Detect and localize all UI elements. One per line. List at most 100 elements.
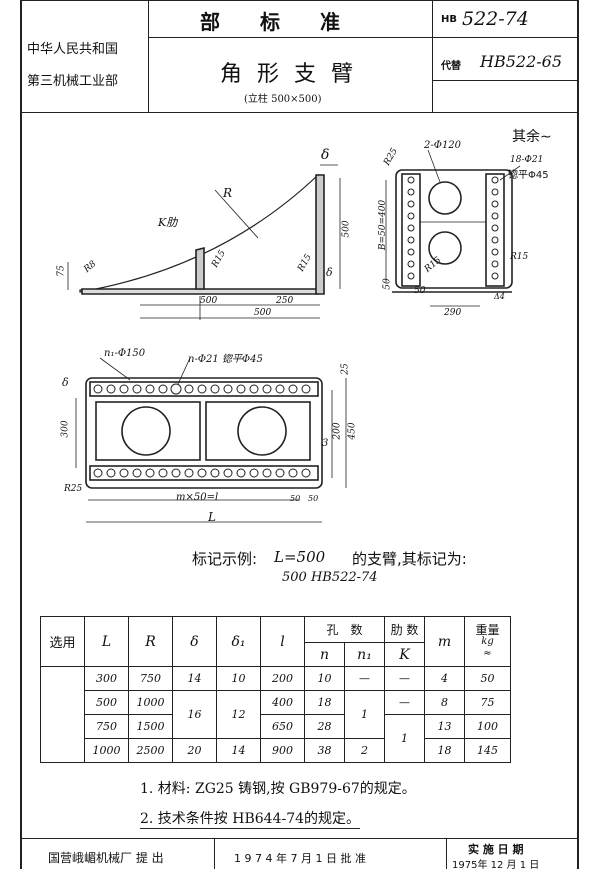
plan-dim-3: 3	[322, 438, 329, 449]
cell-K: 1	[384, 714, 425, 763]
col-K: K	[384, 642, 425, 667]
front-counterbore-label: 锪平Φ45	[508, 170, 549, 181]
cell-L: 300	[84, 666, 129, 691]
plan-view	[75, 377, 347, 523]
front-hole-big-label: 2-Φ120	[424, 140, 462, 151]
side-delta1-label: δ	[326, 266, 333, 279]
footer-divider-2	[446, 838, 447, 869]
cell-weight: 50	[464, 666, 511, 691]
cell-delta: 16	[172, 690, 217, 739]
col-delta: δ	[172, 616, 217, 667]
front-vertical-dim: B=50=400	[378, 199, 389, 251]
cell-weight: 75	[464, 690, 511, 715]
header-divider-right	[432, 0, 433, 112]
page-title: 角 形 支 臂	[220, 62, 357, 87]
replaces-label: 代替	[441, 61, 461, 72]
side-dim-500-height: 500	[341, 220, 352, 238]
col-delta1: δ₁	[216, 616, 261, 667]
plan-holes-bottom	[93, 468, 311, 478]
cell-R: 2500	[128, 738, 173, 763]
side-dim-500-total: 500	[254, 308, 272, 318]
note-1: 1. 材料: ZG25 铸钢,按 GB979-67的规定。	[140, 781, 416, 797]
cell-l: 900	[260, 738, 305, 763]
plan-length-label: L	[208, 510, 216, 524]
col-m: m	[424, 616, 465, 667]
cell-n: 28	[304, 714, 345, 739]
col-ribs: 肋 数	[384, 616, 425, 643]
col-holes: 孔 数	[304, 616, 385, 643]
cell-R: 1000	[128, 690, 173, 715]
surface-finish-note: 其余∼	[512, 129, 552, 145]
cell-K: —	[384, 666, 425, 691]
plan-holes-big-label: n₁-Φ150	[104, 348, 146, 359]
replaces-code: HB522-65	[480, 52, 563, 71]
cell-m: 8	[424, 690, 465, 715]
header-code-divider-2	[432, 80, 579, 81]
marking-text: 的支臂,其标记为:	[352, 550, 467, 568]
cell-m: 13	[424, 714, 465, 739]
note-2: 2. 技术条件按 HB644-74的规定。	[140, 808, 361, 829]
plan-dim-50-a: 50	[290, 494, 301, 503]
cell-R: 750	[128, 666, 173, 691]
marking-label: 标记示例:	[192, 550, 258, 568]
org-line-1: 中华人民共和国	[27, 42, 119, 57]
cell-R: 1500	[128, 714, 173, 739]
marking-example: 500 HB522-74	[282, 570, 378, 585]
cell-delta1: 12	[216, 690, 261, 739]
code-prefix: HB	[441, 14, 457, 25]
front-holes-right	[491, 176, 499, 280]
cell-delta: 20	[172, 738, 217, 763]
cell-n1: 1	[344, 690, 385, 739]
col-n: n	[304, 642, 345, 667]
front-view	[385, 169, 513, 307]
plan-dim-300: 300	[60, 420, 71, 438]
col-weight: 重量 kg ≈	[464, 616, 511, 667]
cell-L: 750	[84, 714, 129, 739]
col-weight-approx: ≈	[483, 647, 492, 659]
side-delta-label: δ	[321, 147, 330, 163]
cell-delta1: 14	[216, 738, 261, 763]
footer-top-border	[20, 838, 579, 839]
col-usage: 选用	[40, 616, 85, 667]
plan-holes-small-label: n-Φ21 锪平Φ45	[188, 354, 263, 365]
footer-author: 国营峨嵋机械厂 提 出	[48, 851, 164, 865]
footer-approved: 1 9 7 4 年 7 月 1 日 批 准	[234, 852, 366, 865]
standard-type: 部 标 准	[200, 10, 340, 34]
header-row-divider	[148, 37, 432, 38]
cell-l: 650	[260, 714, 305, 739]
footer-impl-label: 实 施 日 期	[468, 843, 524, 856]
header-code-divider-1	[432, 37, 579, 38]
header-divider-left	[148, 0, 149, 112]
cell-delta: 14	[172, 666, 217, 691]
col-n1: n₁	[344, 642, 385, 667]
cell-L: 1000	[84, 738, 129, 763]
plan-holes-top	[93, 383, 311, 395]
side-r-label: R	[223, 186, 233, 200]
cell-weight: 100	[464, 714, 511, 739]
side-rib-label: K肋	[158, 216, 178, 229]
cell-m: 18	[424, 738, 465, 763]
spec-table: 选用 L R δ δ₁ l 孔 数 肋 数 m 重量 kg ≈ n n₁ K 3…	[40, 616, 511, 763]
side-dim-500: 500	[200, 296, 218, 306]
col-weight-label: 重量	[475, 622, 500, 637]
front-dim-290: 290	[444, 308, 462, 318]
front-dim-50-a: 50	[382, 278, 393, 290]
plan-dim-200: 200	[332, 422, 343, 440]
plan-delta-label: δ	[62, 376, 69, 389]
cell-l: 400	[260, 690, 305, 715]
plan-dim-50-b: 50	[308, 494, 319, 503]
cell-n1: —	[344, 666, 385, 691]
front-dim-50-b: 50	[414, 286, 426, 296]
col-weight-unit: kg	[481, 635, 494, 647]
cell-n: 18	[304, 690, 345, 715]
table-row: 1000 2500 20 14 900 38 2 18 145	[41, 738, 511, 763]
header-top-border	[20, 0, 579, 1]
side-view	[67, 164, 341, 320]
footer-divider-1	[214, 838, 215, 869]
col-L: L	[84, 616, 129, 667]
table-row: 300 750 14 10 200 10 — — 4 50	[40, 666, 511, 763]
standard-code: 522-74	[462, 8, 529, 30]
front-r15-label-b: R15	[510, 252, 529, 262]
cell-n: 38	[304, 738, 345, 763]
